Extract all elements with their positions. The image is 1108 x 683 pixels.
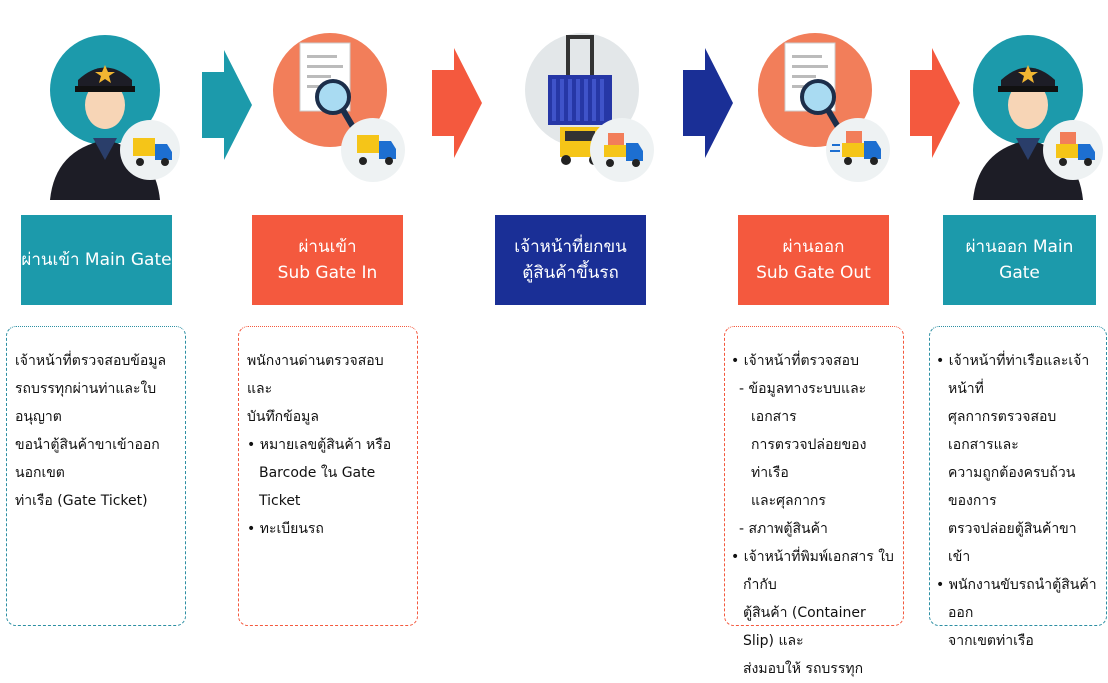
desc-line: ขอนำตู้สินค้าขาเข้าออกนอกเขต: [15, 437, 160, 481]
desc-line: เจ้าหน้าที่ตรวจสอบข้อมูล: [15, 353, 167, 369]
security-guard-with-truck-icon: [50, 35, 180, 200]
arrow-right-icon: [683, 48, 733, 158]
step-5-title: ผ่านออก Main Gate: [943, 215, 1096, 305]
desc-line: ข้อมูลทางระบบและเอกสาร: [748, 381, 867, 425]
desc-line: รถบรรทุกผ่านท่าและใบอนุญาต: [15, 381, 157, 425]
desc-line: บันทึกข้อมูล: [247, 409, 319, 425]
desc-line: จากเขตท่าเรือ: [948, 633, 1034, 649]
desc-bullet: • เจ้าหน้าที่ท่าเรือและเจ้าหน้าที่: [936, 353, 1090, 397]
step-3-title: เจ้าหน้าที่ยกขน ตู้สินค้าขึ้นรถ: [495, 215, 646, 305]
step-title-line: เจ้าหน้าที่ยกขน: [514, 237, 627, 257]
step-title-line: ผ่านเข้า: [298, 237, 357, 257]
step-2-description: พนักงานด่านตรวจสอบ และ บันทึกข้อมูล • หม…: [238, 326, 418, 626]
step-title-line: ผ่านออก Main Gate: [965, 237, 1074, 283]
desc-line: เจ้าหน้าที่ท่าเรือและเจ้าหน้าที่: [948, 353, 1090, 397]
step-1-description: เจ้าหน้าที่ตรวจสอบข้อมูล รถบรรทุกผ่านท่า…: [6, 326, 186, 626]
desc-line: และศุลกากร: [751, 493, 826, 509]
desc-line: ศุลกากรตรวจสอบเอกสารและ: [948, 409, 1057, 453]
desc-line: ส่งมอบให้ รถบรรทุก: [743, 661, 864, 677]
step-title-line: ผ่านเข้า Main Gate: [21, 250, 172, 270]
desc-line: พนักงานด่านตรวจสอบ และ: [247, 353, 384, 397]
desc-bullet: • พนักงานขับรถนำตู้สินค้าออก: [936, 577, 1097, 621]
step-title-line: ตู้สินค้าขึ้นรถ: [522, 263, 619, 283]
desc-line: เจ้าหน้าที่พิมพ์เอกสาร ใบกำกับ: [743, 549, 894, 593]
step-title-line: Sub Gate In: [277, 263, 378, 283]
document-inspection-with-delivery-truck-icon: [758, 33, 890, 182]
desc-line: ท่าเรือ (Gate Ticket): [15, 493, 148, 509]
desc-line: ตรวจปล่อยตู้สินค้าขาเข้า: [948, 521, 1077, 565]
desc-line: ตู้สินค้า (Container Slip) และ: [743, 605, 866, 649]
desc-bullet: • เจ้าหน้าที่ตรวจสอบ: [731, 353, 859, 369]
document-inspection-with-truck-icon: [273, 33, 405, 182]
arrow-right-icon: [432, 48, 482, 158]
desc-line: พนักงานขับรถนำตู้สินค้าออก: [948, 577, 1097, 621]
arrow-right-icon: [202, 50, 252, 160]
desc-line: ทะเบียนรถ: [259, 521, 324, 537]
arrow-right-icon: [910, 48, 960, 158]
step-title-line: ผ่านออก: [782, 237, 845, 257]
step-4-description: • เจ้าหน้าที่ตรวจสอบ - ข้อมูลทางระบบและเ…: [724, 326, 904, 677]
desc-dash-item: - สภาพตู้สินค้า: [739, 521, 828, 537]
desc-bullet: • หมายเลขตู้สินค้า หรือ: [247, 437, 392, 453]
step-title-line: Sub Gate Out: [756, 263, 871, 283]
step-1-title: ผ่านเข้า Main Gate: [21, 215, 172, 305]
step-2-title: ผ่านเข้า Sub Gate In: [252, 215, 403, 305]
desc-line: เจ้าหน้าที่ตรวจสอบ: [743, 353, 859, 369]
desc-line: Barcode ใน Gate Ticket: [259, 465, 376, 509]
desc-line: ความถูกต้องครบถ้วนของการ: [948, 465, 1076, 509]
step-4-title: ผ่านออก Sub Gate Out: [738, 215, 889, 305]
step-5-description: • เจ้าหน้าที่ท่าเรือและเจ้าหน้าที่ ศุลกา…: [929, 326, 1107, 649]
desc-line: สภาพตู้สินค้า: [748, 521, 828, 537]
desc-line: การตรวจปล่อยของท่าเรือ: [751, 437, 867, 481]
desc-dash-item: - ข้อมูลทางระบบและเอกสาร: [739, 381, 867, 425]
desc-bullet: • ทะเบียนรถ: [247, 521, 324, 537]
security-guard-with-delivery-truck-icon: [973, 35, 1103, 200]
desc-bullet: • เจ้าหน้าที่พิมพ์เอกสาร ใบกำกับ: [731, 549, 894, 593]
desc-line: หมายเลขตู้สินค้า หรือ: [259, 437, 392, 453]
container-crane-with-truck-icon: [525, 33, 654, 182]
